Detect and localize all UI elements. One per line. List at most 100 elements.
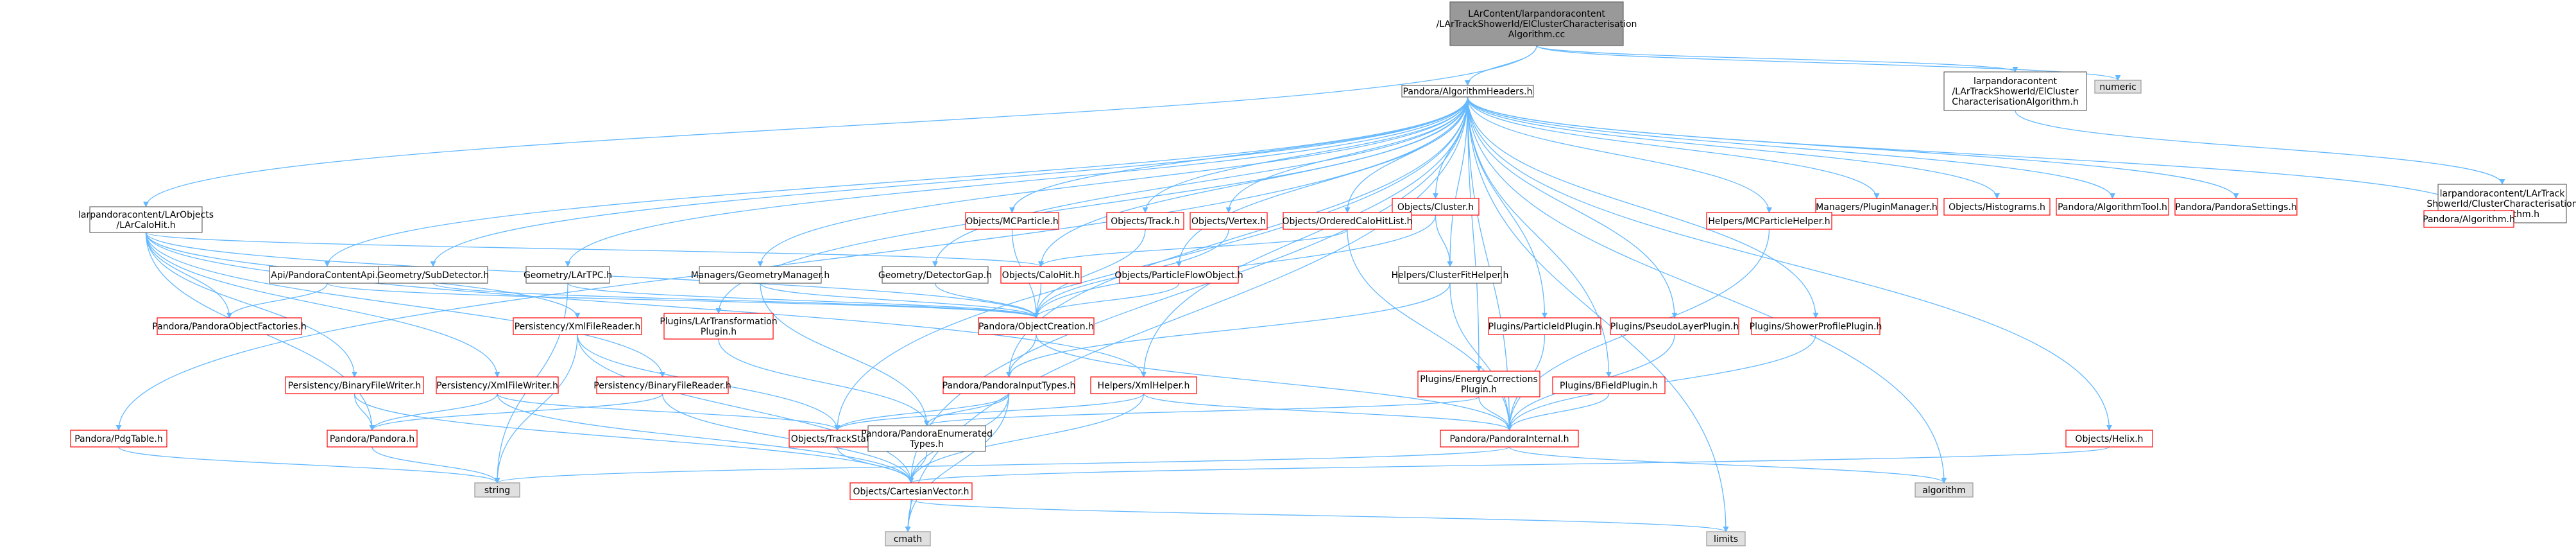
edge-algheaders-to-settings bbox=[1467, 96, 2239, 199]
node-label: larpandoracontent/LArTrack bbox=[2440, 189, 2566, 199]
node-label: Persistency/XmlFileWriter.h bbox=[436, 381, 558, 391]
node-histograms[interactable]: Objects/Histograms.h bbox=[1943, 198, 2051, 216]
node-apicontent[interactable]: Api/PandoraContentApi.h bbox=[269, 266, 386, 284]
edge-pfo-to-objcreation bbox=[1033, 283, 1180, 318]
node-pseudolayer[interactable]: Plugins/PseudoLayerPlugin.h bbox=[1610, 317, 1739, 335]
node-box bbox=[1915, 482, 1974, 498]
node-track[interactable]: Objects/Track.h bbox=[1106, 212, 1184, 230]
node-xmlhelper[interactable]: Helpers/XmlHelper.h bbox=[1090, 376, 1197, 394]
edge-calohit_lar-to-xmlwriter bbox=[145, 232, 500, 378]
edge-calohit_lar-to-objfactories bbox=[145, 232, 233, 318]
node-box bbox=[513, 317, 642, 335]
edge-xmlreader-to-cartesian bbox=[577, 334, 914, 484]
node-helix[interactable]: Objects/Helix.h bbox=[2065, 430, 2153, 448]
node-numeric[interactable]: numeric bbox=[2094, 80, 2142, 94]
node-label: Pandora/ObjectCreation.h bbox=[978, 322, 1094, 332]
edge-lartpc-to-objcreation bbox=[567, 283, 1039, 318]
node-binwriter[interactable]: Persistency/BinaryFileWriter.h bbox=[285, 376, 424, 394]
node-pidplugin[interactable]: Plugins/ParticleIdPlugin.h bbox=[1488, 317, 1601, 335]
edge-geommgr-to-objcreation bbox=[760, 283, 1039, 318]
node-string[interactable]: string bbox=[474, 482, 520, 498]
node-objcreation[interactable]: Pandora/ObjectCreation.h bbox=[978, 317, 1095, 335]
node-algheaders[interactable]: Pandora/AlgorithmHeaders.h bbox=[1401, 85, 1534, 98]
node-internal[interactable]: Pandora/PandoraInternal.h bbox=[1440, 430, 1579, 448]
node-box bbox=[2423, 210, 2514, 228]
edge-algheaders-to-showerprofile bbox=[1467, 96, 1819, 318]
node-box bbox=[1392, 198, 1480, 216]
node-calohit_lar[interactable]: larpandoracontent/LArObjects/LArCaloHit.… bbox=[78, 206, 214, 233]
node-binreader[interactable]: Persistency/BinaryFileReader.h bbox=[593, 376, 731, 394]
edge-algheaders-to-detgap bbox=[932, 96, 1469, 267]
edge-algheaders-to-lartransform bbox=[715, 96, 1469, 314]
node-box bbox=[1398, 266, 1502, 284]
node-algorithm[interactable]: Pandora/Algorithm.h bbox=[2423, 210, 2515, 228]
node-calohit[interactable]: Objects/CaloHit.h bbox=[1000, 266, 1082, 284]
node-objfactories[interactable]: Pandora/PandoraObjectFactories.h bbox=[152, 317, 307, 335]
edge-algheaders-to-subdetector bbox=[430, 96, 1469, 267]
node-box bbox=[943, 376, 1075, 394]
node-lartpc[interactable]: Geometry/LArTPC.h bbox=[524, 266, 612, 284]
node-vertex[interactable]: Objects/Vertex.h bbox=[1190, 212, 1268, 230]
edge-lartransform-to-enumtypes bbox=[718, 338, 930, 426]
edge-algheaders-to-lartpc bbox=[565, 96, 1469, 267]
node-pfo[interactable]: Objects/ParticleFlowObject.h bbox=[1114, 266, 1243, 284]
edge-algheaders-to-mcparticle bbox=[1009, 96, 1469, 213]
node-plugin_mgr[interactable]: Managers/PluginManager.h bbox=[1815, 198, 1938, 216]
node-pdgtable[interactable]: Pandora/PdgTable.h bbox=[70, 430, 167, 448]
edge-apicontent-to-objcreation bbox=[327, 283, 1039, 318]
node-geommgr[interactable]: Managers/GeometryManager.h bbox=[691, 266, 830, 284]
node-box bbox=[882, 266, 989, 284]
edge-objcreation-to-internal bbox=[1036, 334, 1512, 431]
node-bfield[interactable]: Plugins/BFieldPlugin.h bbox=[1552, 376, 1666, 394]
edge-algheaders-to-algorithm bbox=[1467, 96, 2472, 211]
node-algtool[interactable]: Pandora/AlgorithmTool.h bbox=[2056, 198, 2169, 216]
edge-detgap-to-objcreation bbox=[934, 283, 1039, 318]
node-mcparticle[interactable]: Objects/MCParticle.h bbox=[965, 212, 1059, 230]
node-inputtypes[interactable]: Pandora/PandoraInputTypes.h bbox=[943, 376, 1076, 394]
edge-elcluster-to-clusterbase bbox=[2015, 110, 2505, 185]
edge-cartesian-to-limits bbox=[910, 499, 1729, 532]
node-settings[interactable]: Pandora/PandoraSettings.h bbox=[2174, 198, 2298, 216]
node-box bbox=[1449, 1, 1624, 46]
node-pandora[interactable]: Pandora/Pandora.h bbox=[327, 430, 418, 448]
edge-cluster-to-clusterfit bbox=[1435, 214, 1453, 267]
node-box bbox=[1000, 266, 1082, 284]
node-box bbox=[285, 376, 424, 394]
node-algorithm_std[interactable]: algorithm bbox=[1915, 482, 1974, 498]
edge-algheaders-to-algorithm_std bbox=[1467, 96, 1947, 484]
node-label: Pandora/AlgorithmTool.h bbox=[2058, 202, 2167, 213]
node-detgap[interactable]: Geometry/DetectorGap.h bbox=[878, 266, 992, 284]
node-subdetector[interactable]: Geometry/SubDetector.h bbox=[377, 266, 489, 284]
edge-algheaders-to-pfo bbox=[1175, 96, 1469, 267]
node-label: Objects/Track.h bbox=[1111, 216, 1180, 227]
edge-orderedcalo-to-calohit bbox=[1038, 229, 1348, 267]
edge-subdetector-to-objcreation bbox=[432, 283, 1039, 318]
node-root[interactable]: LArContent/larpandoracontent/LArTrackSho… bbox=[1437, 1, 1637, 46]
node-box bbox=[1090, 376, 1197, 394]
node-xmlreader[interactable]: Persistency/XmlFileReader.h bbox=[513, 317, 642, 335]
node-cluster[interactable]: Objects/Cluster.h bbox=[1392, 198, 1480, 216]
node-box bbox=[867, 425, 986, 452]
node-xmlwriter[interactable]: Persistency/XmlFileWriter.h bbox=[436, 376, 559, 394]
node-label: Helpers/XmlHelper.h bbox=[1098, 381, 1190, 391]
node-label: Pandora/PandoraInputTypes.h bbox=[943, 381, 1076, 391]
node-mcphelper[interactable]: Helpers/MCParticleHelper.h bbox=[1706, 212, 1832, 230]
edge-root-to-calohit_lar bbox=[143, 45, 1537, 207]
node-label: Objects/CartesianVector.h bbox=[853, 487, 969, 497]
node-label: Plugins/PseudoLayerPlugin.h bbox=[1610, 322, 1739, 332]
node-limits[interactable]: limits bbox=[1706, 531, 1746, 546]
edge-algheaders-to-helix bbox=[1467, 96, 2113, 431]
node-box bbox=[1401, 85, 1534, 98]
edge-energycorr-to-internal bbox=[1478, 396, 1513, 431]
node-label: Plugins/ParticleIdPlugin.h bbox=[1488, 322, 1601, 332]
node-cmath[interactable]: cmath bbox=[885, 531, 931, 546]
edge-xmlhelper-to-cartesian bbox=[908, 393, 1145, 484]
node-showerprofile[interactable]: Plugins/ShowerProfilePlugin.h bbox=[1750, 317, 1882, 335]
node-clusterfit[interactable]: Helpers/ClusterFitHelper.h bbox=[1392, 266, 1509, 284]
node-orderedcalo[interactable]: Objects/OrderedCaloHitList.h bbox=[1282, 212, 1413, 230]
node-cartesian[interactable]: Objects/CartesianVector.h bbox=[849, 482, 973, 500]
node-elcluster[interactable]: larpandoracontent/LArTrackShowerId/ElClu… bbox=[1943, 71, 2087, 111]
